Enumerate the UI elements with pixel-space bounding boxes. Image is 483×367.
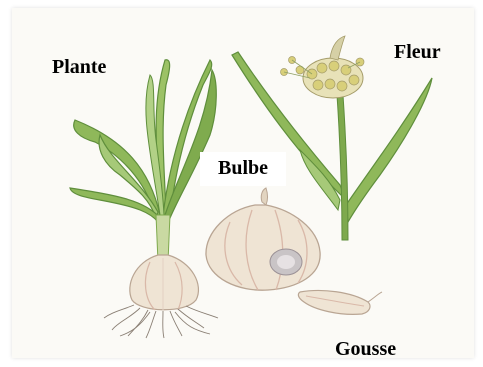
label-fleur: Fleur bbox=[394, 42, 441, 62]
flower-leaf bbox=[346, 78, 432, 222]
label-gousse: Gousse bbox=[335, 339, 396, 359]
garlic-plant bbox=[70, 60, 218, 338]
garlic-bulb bbox=[206, 188, 320, 290]
clove-shape bbox=[298, 290, 370, 314]
bulb-outline bbox=[206, 205, 320, 290]
label-bulbe: Bulbe bbox=[200, 152, 286, 186]
garlic-clove bbox=[298, 290, 382, 314]
plant-leaf bbox=[165, 70, 216, 218]
flower-stem bbox=[337, 95, 348, 240]
plant-bulb bbox=[130, 255, 199, 310]
label-plante: Plante bbox=[52, 57, 106, 77]
